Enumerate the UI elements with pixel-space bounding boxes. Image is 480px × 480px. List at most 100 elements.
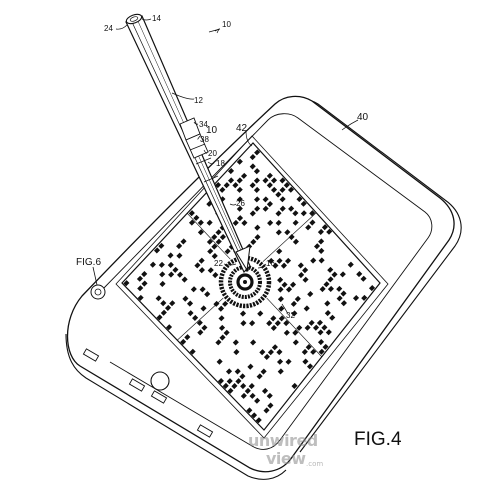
- pattern-dot: [253, 168, 260, 175]
- ref-26: 26: [236, 199, 245, 208]
- watermark-line2: view: [266, 449, 306, 468]
- pattern-dot: [297, 262, 304, 269]
- pattern-dot: [270, 186, 278, 193]
- pattern-dot: [240, 392, 247, 399]
- pattern-dot: [263, 353, 270, 361]
- pattern-dot: [223, 182, 230, 189]
- pattern-dot: [277, 286, 284, 293]
- side-button-1: [82, 348, 100, 362]
- pattern-dot: [317, 228, 324, 236]
- pattern-dot: [224, 248, 231, 255]
- pattern-dot: [197, 229, 204, 236]
- pattern-dot: [187, 310, 194, 317]
- pattern-dot: [226, 378, 233, 385]
- ref-12: 12: [194, 96, 203, 105]
- pattern-dot: [149, 261, 156, 268]
- pattern-dot: [222, 300, 229, 307]
- pattern-dot: [296, 196, 303, 203]
- pattern-dot: [249, 392, 256, 399]
- pattern-dot: [300, 210, 307, 217]
- pattern-dot: [278, 305, 285, 312]
- pattern-dot: [194, 262, 201, 269]
- pattern-dot: [160, 300, 167, 307]
- pattern-dot: [347, 261, 354, 268]
- pattern-dot: [276, 248, 283, 255]
- side-button-2: [128, 378, 146, 392]
- pattern-dot: [217, 305, 225, 312]
- pattern-dot: [339, 271, 346, 278]
- device-bezel: [99, 113, 433, 450]
- pattern-dot: [291, 382, 298, 390]
- pattern-dot: [275, 229, 282, 236]
- pattern-dot: [323, 281, 330, 288]
- pattern-dot: [236, 158, 243, 165]
- pattern-dot: [176, 252, 183, 259]
- pattern-dot: [207, 248, 214, 255]
- pattern-dot: [285, 286, 293, 293]
- pattern-dot: [292, 238, 299, 245]
- pattern-dot: [215, 238, 222, 245]
- pattern-dot: [267, 219, 274, 227]
- pattern-dot: [262, 205, 269, 212]
- figure-caption: FIG.4: [354, 429, 402, 450]
- pattern-dot: [292, 339, 299, 346]
- pattern-dot: [306, 363, 314, 370]
- pattern-dot: [249, 163, 256, 170]
- pattern-dot: [266, 182, 273, 189]
- pattern-dot: [254, 397, 261, 404]
- pattern-dot: [325, 329, 332, 336]
- pattern-dot: [249, 210, 256, 217]
- pattern-dot: [279, 177, 286, 184]
- watermark: unwired view .com: [248, 431, 323, 468]
- pattern-dot: [227, 177, 235, 184]
- pattern-dot: [249, 182, 256, 189]
- pattern-dot: [216, 358, 223, 365]
- pattern-dot: [241, 219, 248, 227]
- pattern-dot: [308, 319, 315, 326]
- pattern-dot: [263, 407, 270, 414]
- pattern-dot: [279, 196, 286, 203]
- pattern-dot: [172, 266, 179, 273]
- pattern-dot: [204, 291, 211, 298]
- pattern-dot: [158, 242, 165, 249]
- watermark-suffix: .com: [306, 460, 323, 468]
- pattern-dot: [266, 320, 273, 327]
- pattern-dot: [197, 329, 204, 336]
- ref-40: 40: [357, 112, 369, 123]
- pattern-dot: [159, 280, 166, 288]
- pattern-dot: [361, 294, 368, 301]
- pattern-dot: [324, 310, 331, 317]
- pattern-dot: [206, 219, 213, 226]
- pattern-dot: [309, 210, 316, 217]
- pattern-dot: [318, 257, 325, 264]
- pattern-dot: [259, 349, 266, 356]
- pattern-dot: [206, 238, 213, 245]
- pattern-dot: [324, 300, 331, 307]
- ref-20: 20: [208, 149, 217, 158]
- pattern-dot: [281, 281, 288, 288]
- pattern-dot: [296, 324, 303, 331]
- pattern-dot: [181, 276, 188, 283]
- pattern-dot: [159, 271, 166, 278]
- pattern-dot: [294, 295, 301, 303]
- pattern-dot: [240, 172, 248, 179]
- pattern-dot: [239, 310, 247, 317]
- pattern-dot: [180, 338, 187, 346]
- pattern-dot: [123, 280, 130, 287]
- pattern-dot: [253, 186, 260, 194]
- pattern-dot: [214, 182, 222, 189]
- target-pattern: [218, 255, 272, 309]
- pattern-dot: [277, 276, 284, 284]
- pattern-dot: [196, 319, 203, 326]
- pattern-dot: [257, 310, 264, 317]
- pattern-dot: [222, 382, 229, 390]
- pattern-dot: [302, 267, 309, 274]
- pattern-dot: [279, 205, 286, 212]
- pattern-dot: [246, 407, 253, 414]
- pattern-dot: [217, 378, 224, 385]
- pattern-dot: [211, 234, 218, 241]
- pattern-dot: [215, 339, 222, 346]
- pattern-dot: [236, 205, 243, 212]
- pattern-dot: [283, 329, 290, 336]
